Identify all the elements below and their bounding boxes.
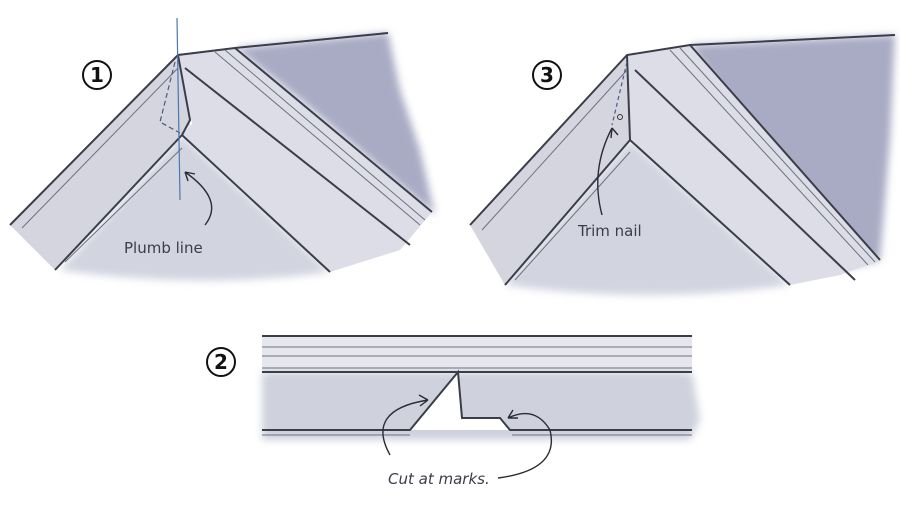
right-trim-board <box>178 48 432 272</box>
board-edges <box>469 34 896 286</box>
panel-step-3: 3 Trim nail <box>469 34 896 295</box>
panel-step-1: 1 Plumb line <box>9 17 435 281</box>
left-trim-board <box>470 55 630 285</box>
arrow <box>597 127 619 216</box>
step-number-1: 1 <box>82 60 112 90</box>
sky-under-gable <box>505 140 790 295</box>
right-trim-board <box>627 45 880 285</box>
panel-step-2: 2 Cut at marks. <box>206 335 700 488</box>
roof-background <box>690 35 895 270</box>
plumb-line <box>176 17 181 201</box>
arrow-right <box>497 409 552 479</box>
left-trim-board <box>10 55 190 270</box>
trim-nail <box>617 114 623 120</box>
svg-text:3: 3 <box>540 63 554 87</box>
step-number-3: 3 <box>532 60 562 90</box>
trim-nail-label: Trim nail <box>577 222 642 240</box>
svg-text:1: 1 <box>90 63 104 87</box>
arrow <box>184 171 213 226</box>
cut-at-marks-label: Cut at marks. <box>388 470 490 488</box>
trim-board-top <box>262 336 692 372</box>
board-edges <box>9 32 433 273</box>
dashed-cut-line <box>159 61 181 134</box>
arrow-left <box>382 394 429 456</box>
sky-under-gable <box>60 135 330 281</box>
roof-background <box>235 33 435 215</box>
step-number-2: 2 <box>206 347 236 377</box>
trim-board-face <box>262 372 700 440</box>
svg-text:2: 2 <box>214 350 228 374</box>
plumb-line-label: Plumb line <box>124 239 203 257</box>
board-edges <box>262 335 692 431</box>
